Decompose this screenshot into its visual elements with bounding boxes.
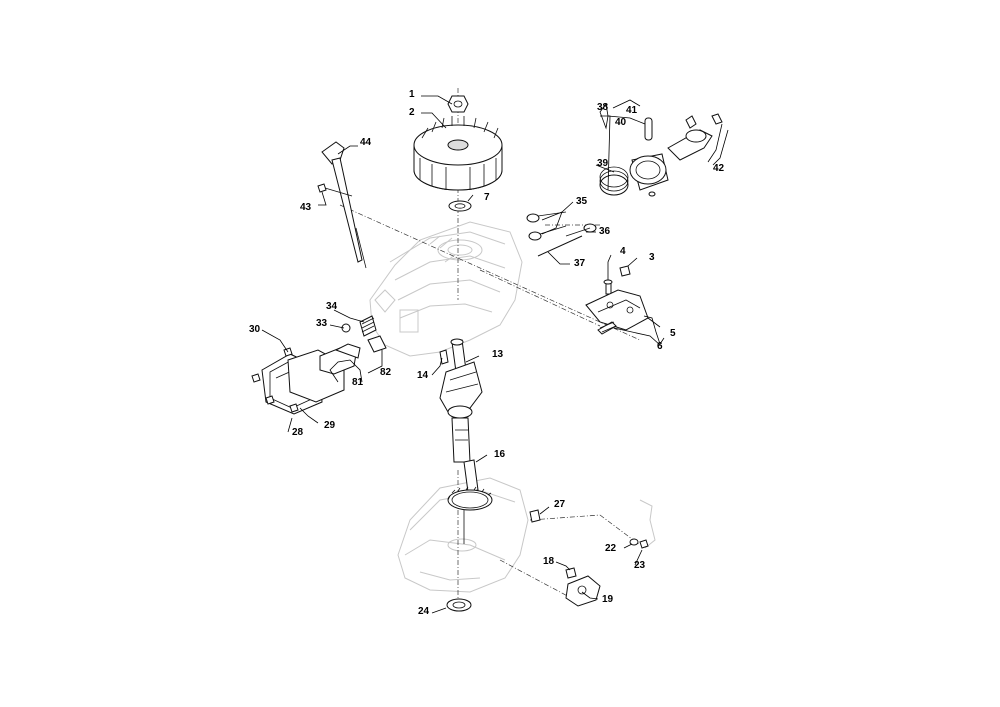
assembly-braces: [599, 103, 723, 345]
engine-block-outline: [369, 221, 523, 357]
part-label-37: 37: [574, 258, 586, 269]
part-label-81: 81: [352, 377, 364, 388]
part-label-43: 43: [300, 202, 312, 213]
part-label-30: 30: [249, 324, 261, 335]
rocker-assembly: [319, 315, 387, 375]
part-label-13: 13: [492, 349, 504, 360]
part-label-27: 27: [554, 499, 566, 510]
part-label-82: 82: [380, 367, 392, 378]
part-label-6: 6: [657, 341, 663, 352]
tube-screw: [317, 183, 353, 197]
part-label-22: 22: [605, 543, 617, 554]
part-label-39: 39: [597, 158, 609, 169]
oil-sensor: [565, 575, 601, 607]
crankshaft: [439, 338, 483, 463]
part-label-3: 3: [649, 252, 655, 263]
flywheel-nut: [447, 95, 469, 113]
part-label-36: 36: [599, 226, 611, 237]
part-label-41: 41: [626, 105, 638, 116]
part-label-35: 35: [576, 196, 588, 207]
cover-screws: [251, 347, 299, 413]
part-label-34: 34: [326, 301, 338, 312]
part-label-2: 2: [409, 107, 415, 118]
push-rod: [537, 235, 583, 257]
oil-drain-plug: [529, 509, 541, 523]
piston-rings: [599, 166, 629, 196]
part-label-16: 16: [494, 449, 506, 460]
sensor-screw: [565, 567, 577, 579]
part-label-38: 38: [597, 102, 609, 113]
part-label-23: 23: [634, 560, 646, 571]
part-label-14: 14: [417, 370, 429, 381]
part-label-29: 29: [324, 420, 336, 431]
part-label-24: 24: [418, 606, 430, 617]
part-label-7: 7: [484, 192, 490, 203]
part-label-40: 40: [615, 117, 627, 128]
flywheel: [413, 116, 503, 191]
dipstick-tube: [321, 141, 367, 269]
part-label-4: 4: [620, 246, 626, 257]
part-label-44: 44: [360, 137, 372, 148]
leader-lines: [261, 95, 729, 614]
part-label-42: 42: [713, 163, 725, 174]
camshaft: [447, 459, 493, 544]
part-label-33: 33: [316, 318, 328, 329]
oil-seal: [446, 598, 472, 612]
piston-pin: [644, 117, 653, 141]
part-label-1: 1: [409, 89, 415, 100]
part-label-19: 19: [602, 594, 614, 605]
exhaust-valve: [565, 223, 597, 237]
washer: [448, 200, 472, 212]
governor-linkage: [629, 538, 649, 549]
piston-assembly: [629, 113, 723, 197]
part-label-18: 18: [543, 556, 555, 567]
governor-bracket: [585, 289, 649, 335]
part-label-5: 5: [670, 328, 676, 339]
sump-outline: [397, 477, 656, 593]
part-label-28: 28: [292, 427, 304, 438]
